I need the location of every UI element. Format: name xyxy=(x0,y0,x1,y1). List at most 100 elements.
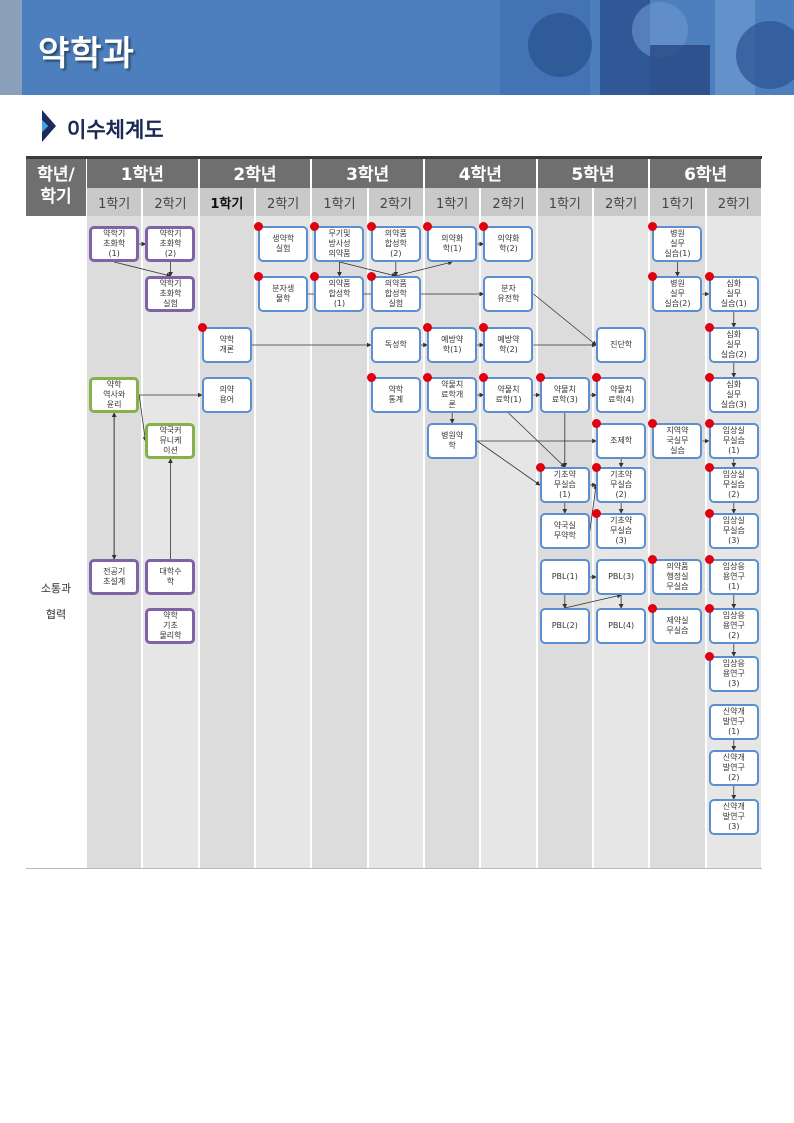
course-box[interactable]: 지역약 국실무 실습 xyxy=(652,423,703,459)
course-box[interactable]: 조제학 xyxy=(596,423,647,459)
course-box[interactable]: 기초약 무실습 (2) xyxy=(596,467,647,503)
course-box[interactable]: 의약 용어 xyxy=(201,377,252,413)
course-box[interactable]: 신약개 발연구 (3) xyxy=(708,799,759,835)
prerequisite-arrow xyxy=(533,293,597,346)
course-box[interactable]: 심화 실무 실습(3) xyxy=(708,377,759,413)
prerequisite-arrow xyxy=(508,412,566,468)
prerequisite-arrow xyxy=(564,593,622,609)
course-box[interactable]: 의약품 합성학 실험 xyxy=(370,276,421,312)
required-dot-icon xyxy=(479,373,489,382)
course-box[interactable]: PBL(3) xyxy=(596,559,647,595)
course-box[interactable]: 예방약 학(1) xyxy=(427,327,478,363)
course-box[interactable]: 예방약 학(2) xyxy=(483,327,534,363)
year-semester-corner: 학년/ 학기 xyxy=(26,156,86,216)
course-box[interactable]: 분자 유전학 xyxy=(483,276,534,312)
course-box[interactable]: 신약개 발연구 (1) xyxy=(708,704,759,740)
required-dot-icon xyxy=(479,323,489,332)
required-dot-icon xyxy=(704,323,714,332)
required-dot-icon xyxy=(592,463,602,472)
required-dot-icon xyxy=(704,419,714,428)
course-box[interactable]: 병원 실무 실습(2) xyxy=(652,276,703,312)
semester-header: 1학기 xyxy=(312,188,367,216)
semester-header: 1학기 xyxy=(199,188,254,216)
course-box[interactable]: 임상응 용연구 (2) xyxy=(708,608,759,644)
course-box[interactable]: 의약화 학(1) xyxy=(427,226,478,262)
course-box[interactable]: 약학기 초화학 실험 xyxy=(145,276,196,312)
course-box[interactable]: 약물치 료학(4) xyxy=(596,377,647,413)
course-box[interactable]: 약학 기초 물리학 xyxy=(145,608,196,644)
semester-column xyxy=(650,216,705,868)
course-box[interactable]: 임상실 무실습 (2) xyxy=(708,467,759,503)
section-title: 이수체계도 xyxy=(67,118,164,142)
semester-header: 1학기 xyxy=(87,188,142,216)
required-dot-icon xyxy=(366,272,376,281)
course-box[interactable]: PBL(1) xyxy=(539,559,590,595)
course-box[interactable]: 대학수 학 xyxy=(145,559,196,595)
semester-column xyxy=(199,216,254,868)
course-box[interactable]: 약학 통계 xyxy=(370,377,421,413)
course-box[interactable]: 심화 실무 실습(1) xyxy=(708,276,759,312)
required-dot-icon xyxy=(479,222,489,231)
course-box[interactable]: 무기및 방사성 의약품 xyxy=(314,226,365,262)
required-dot-icon xyxy=(648,222,658,231)
course-box[interactable]: 의약품 행정실 무실습 xyxy=(652,559,703,595)
course-box[interactable]: 병원약 학 xyxy=(427,423,478,459)
required-dot-icon xyxy=(704,652,714,661)
required-dot-icon xyxy=(592,373,602,382)
required-dot-icon xyxy=(648,604,658,613)
year-header: 3학년 xyxy=(312,156,423,188)
prerequisite-arrow xyxy=(476,440,541,486)
course-box[interactable]: 약학 역사와 윤리 xyxy=(89,377,140,413)
year-header: 4학년 xyxy=(424,156,536,188)
course-box[interactable]: 임상실 무실습 (1) xyxy=(708,423,759,459)
course-box[interactable]: 분자생 물학 xyxy=(258,276,309,312)
course-box[interactable]: PBL(2) xyxy=(539,608,590,644)
course-box[interactable]: 기초약 무실습 (1) xyxy=(539,467,590,503)
banner-side-strip xyxy=(0,0,22,95)
course-box[interactable]: 약학기 초화학 (1) xyxy=(89,226,140,262)
required-dot-icon xyxy=(648,419,658,428)
course-box[interactable]: 기초약 무실습 (3) xyxy=(596,513,647,549)
required-dot-icon xyxy=(423,222,433,231)
semester-header: 2학기 xyxy=(481,188,536,216)
required-dot-icon xyxy=(254,222,264,231)
course-box[interactable]: 신약개 발연구 (2) xyxy=(708,750,759,786)
course-box[interactable]: 생약학 실험 xyxy=(258,226,309,262)
semester-header: 2학기 xyxy=(368,188,423,216)
semester-header: 1학기 xyxy=(537,188,592,216)
course-box[interactable]: 전공기 초설계 xyxy=(89,559,140,595)
course-box[interactable]: 약물치 료학(1) xyxy=(483,377,534,413)
course-box[interactable]: 임상실 무실습 (3) xyxy=(708,513,759,549)
course-box[interactable]: 약물치 료학(3) xyxy=(539,377,590,413)
required-dot-icon xyxy=(310,272,320,281)
course-box[interactable]: 진단학 xyxy=(596,327,647,363)
semester-column xyxy=(481,216,536,868)
table-top-bar xyxy=(26,156,762,159)
course-box[interactable]: 임상응 용연구 (3) xyxy=(708,656,759,692)
prerequisite-arrow xyxy=(114,261,172,278)
required-dot-icon xyxy=(704,463,714,472)
row-label: 소통과 협력 xyxy=(26,576,86,628)
required-dot-icon xyxy=(197,323,207,332)
required-dot-icon xyxy=(366,373,376,382)
course-box[interactable]: PBL(4) xyxy=(596,608,647,644)
course-box[interactable]: 의약품 합성학 (2) xyxy=(370,226,421,262)
course-box[interactable]: 독성학 xyxy=(370,327,421,363)
course-box[interactable]: 병원 실무 실습(1) xyxy=(652,226,703,262)
course-box[interactable]: 임상응 용연구 (1) xyxy=(708,559,759,595)
course-box[interactable]: 심화 실무 실습(2) xyxy=(708,327,759,363)
prerequisite-arrow xyxy=(138,394,148,442)
required-dot-icon xyxy=(704,373,714,382)
required-dot-icon xyxy=(592,509,602,518)
course-box[interactable]: 약국실 무약학 xyxy=(539,513,590,549)
course-box[interactable]: 의약품 합성학 (1) xyxy=(314,276,365,312)
course-box[interactable]: 약국커 뮤니케 이션 xyxy=(145,423,196,459)
year-header: 5학년 xyxy=(537,156,649,188)
course-box[interactable]: 의약화 학(2) xyxy=(483,226,534,262)
required-dot-icon xyxy=(310,222,320,231)
required-dot-icon xyxy=(535,373,545,382)
course-box[interactable]: 약물치 료학개 론 xyxy=(427,377,478,413)
course-box[interactable]: 제약실 무실습 xyxy=(652,608,703,644)
course-box[interactable]: 약학 개론 xyxy=(201,327,252,363)
course-box[interactable]: 약학기 초화학 (2) xyxy=(145,226,196,262)
